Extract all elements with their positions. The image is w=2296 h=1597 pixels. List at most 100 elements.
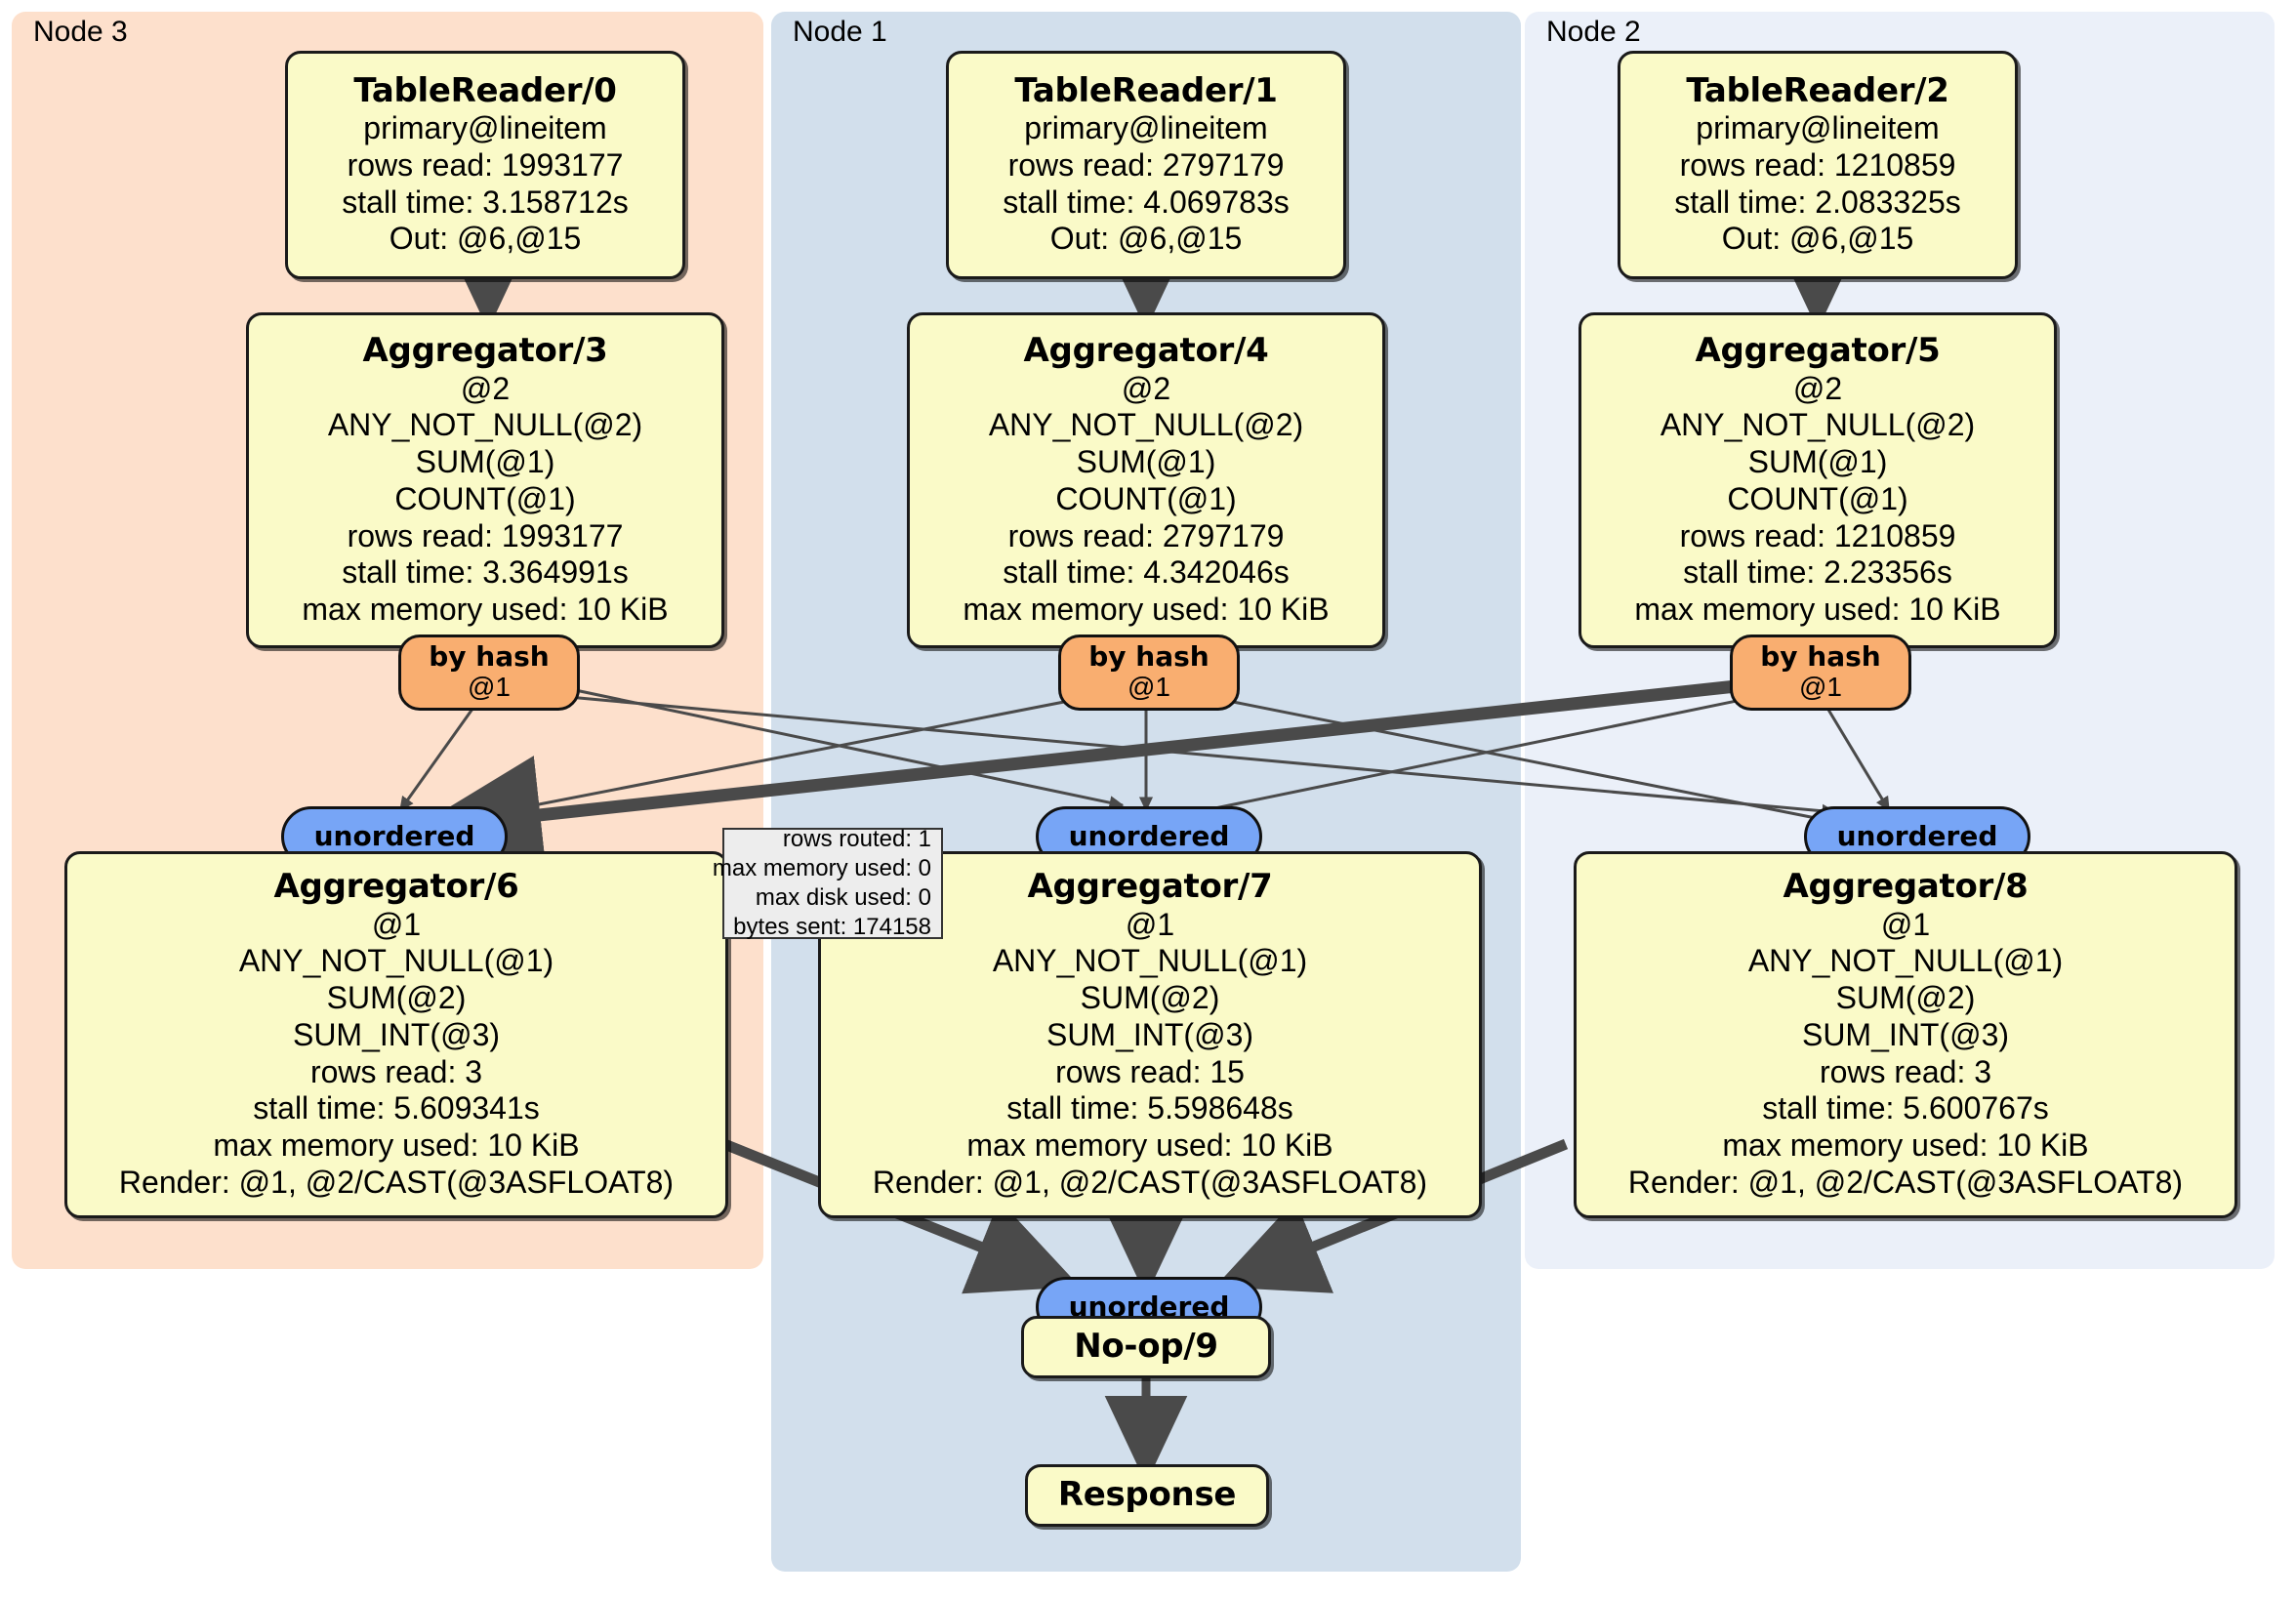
router-by-hash-right[interactable]: by hash @1 (1730, 635, 1911, 711)
node-line: ANY_NOT_NULL(@2) (1660, 407, 1976, 443)
node-line: rows read: 1993177 (347, 146, 624, 183)
node-line: SUM(@1) (1076, 444, 1216, 480)
router-by-hash-center[interactable]: by hash @1 (1058, 635, 1240, 711)
node-line: rows read: 1210859 (1679, 517, 1956, 553)
node-line: rows read: 15 (1055, 1053, 1245, 1089)
router-label: unordered (1836, 819, 1998, 852)
node-line: @1 (1125, 906, 1175, 942)
node-line: SUM_INT(@3) (1801, 1016, 2010, 1052)
router-sub: @1 (468, 672, 511, 703)
node-line: Render: @1, @2/CAST(@3ASFLOAT8) (1627, 1164, 2184, 1200)
node-line: rows read: 1210859 (1679, 146, 1956, 183)
node-line: stall time: 2.23356s (1683, 554, 1952, 591)
tooltip-line: rows routed: 1 (782, 825, 931, 852)
node-line: @2 (1792, 370, 1843, 406)
node-line: primary@lineitem (363, 110, 607, 146)
router-by-hash-left[interactable]: by hash @1 (398, 635, 580, 711)
node-line: @1 (371, 906, 422, 942)
node-aggregator8[interactable]: Aggregator/8 @1 ANY_NOT_NULL(@1) SUM(@2)… (1574, 851, 2237, 1218)
node-line: stall time: 3.364991s (342, 554, 629, 591)
node-line: max memory used: 10 KiB (963, 592, 1330, 628)
node-line: max memory used: 10 KiB (1634, 592, 2001, 628)
node-line: COUNT(@1) (394, 480, 576, 516)
router-label: unordered (313, 819, 475, 852)
node-line: stall time: 4.069783s (1003, 184, 1290, 220)
node-line: SUM_INT(@3) (1046, 1016, 1254, 1052)
router-label: unordered (1068, 819, 1230, 852)
node-line: rows read: 1993177 (347, 517, 624, 553)
router-unordered-right[interactable]: unordered (1804, 806, 2030, 867)
node-line: SUM(@2) (1835, 980, 1976, 1016)
node-line: stall time: 4.342046s (1003, 554, 1290, 591)
node-response[interactable]: Response (1025, 1464, 1269, 1527)
node-line: max memory used: 10 KiB (1722, 1127, 2089, 1164)
node-line: primary@lineitem (1024, 110, 1268, 146)
edge-stats-tooltip: rows routed: 1 max memory used: 0 max di… (713, 825, 943, 941)
router-label: by hash (1088, 639, 1210, 673)
node-line: SUM(@2) (1080, 980, 1220, 1016)
router-label: by hash (429, 639, 550, 673)
node-line: ANY_NOT_NULL(@2) (988, 407, 1304, 443)
node-line: @2 (1121, 370, 1171, 406)
cluster-label-node1: Node 1 (793, 16, 887, 48)
node-title: TableReader/2 (1686, 70, 1949, 110)
node-line: rows read: 2797179 (1007, 517, 1285, 553)
node-title: Aggregator/6 (273, 867, 519, 907)
node-line: ANY_NOT_NULL(@1) (992, 943, 1308, 979)
node-title: Aggregator/3 (362, 331, 608, 371)
router-label: by hash (1760, 639, 1881, 673)
node-title: TableReader/0 (353, 70, 617, 110)
node-title: No-op/9 (1074, 1327, 1218, 1367)
node-title: Response (1057, 1475, 1237, 1515)
node-line: stall time: 2.083325s (1674, 184, 1961, 220)
node-line: rows read: 2797179 (1007, 146, 1285, 183)
node-line: COUNT(@1) (1727, 480, 1908, 516)
node-line: ANY_NOT_NULL(@1) (1747, 943, 2064, 979)
node-line: max memory used: 10 KiB (966, 1127, 1333, 1164)
node-line: Out: @6,@15 (1049, 221, 1243, 257)
node-noop9[interactable]: No-op/9 (1021, 1316, 1271, 1378)
node-line: SUM(@2) (326, 980, 467, 1016)
node-title: Aggregator/7 (1027, 867, 1273, 907)
tooltip-line: bytes sent: 174158 (733, 914, 931, 941)
node-aggregator4[interactable]: Aggregator/4 @2 ANY_NOT_NULL(@2) SUM(@1)… (907, 312, 1385, 648)
node-line: Out: @6,@15 (1721, 221, 1914, 257)
node-title: Aggregator/5 (1695, 331, 1941, 371)
node-tablereader2[interactable]: TableReader/2 primary@lineitem rows read… (1618, 51, 2018, 279)
cluster-label-node2: Node 2 (1546, 16, 1641, 48)
node-line: @2 (460, 370, 511, 406)
router-sub: @1 (1799, 672, 1842, 703)
node-line: primary@lineitem (1696, 110, 1940, 146)
node-line: rows read: 3 (309, 1053, 483, 1089)
node-tablereader1[interactable]: TableReader/1 primary@lineitem rows read… (946, 51, 1346, 279)
node-line: @1 (1880, 906, 1931, 942)
node-line: ANY_NOT_NULL(@2) (327, 407, 643, 443)
node-line: stall time: 5.600767s (1762, 1090, 2049, 1126)
node-aggregator6[interactable]: Aggregator/6 @1 ANY_NOT_NULL(@1) SUM(@2)… (64, 851, 728, 1218)
node-line: Render: @1, @2/CAST(@3ASFLOAT8) (872, 1164, 1428, 1200)
node-line: Render: @1, @2/CAST(@3ASFLOAT8) (118, 1164, 675, 1200)
node-aggregator5[interactable]: Aggregator/5 @2 ANY_NOT_NULL(@2) SUM(@1)… (1578, 312, 2057, 648)
tooltip-line: max disk used: 0 (755, 884, 931, 911)
node-line: COUNT(@1) (1055, 480, 1237, 516)
node-line: SUM(@1) (415, 444, 555, 480)
tooltip-line: max memory used: 0 (712, 854, 931, 881)
node-line: SUM_INT(@3) (292, 1016, 501, 1052)
node-line: SUM(@1) (1747, 444, 1888, 480)
cluster-label-node3: Node 3 (33, 16, 128, 48)
node-line: ANY_NOT_NULL(@1) (238, 943, 554, 979)
node-line: max memory used: 10 KiB (213, 1127, 580, 1164)
node-line: stall time: 3.158712s (342, 184, 629, 220)
node-tablereader0[interactable]: TableReader/0 primary@lineitem rows read… (285, 51, 685, 279)
node-line: rows read: 3 (1819, 1053, 1992, 1089)
node-title: Aggregator/4 (1023, 331, 1269, 371)
router-sub: @1 (1128, 672, 1170, 703)
node-line: stall time: 5.609341s (253, 1090, 540, 1126)
node-line: max memory used: 10 KiB (302, 592, 669, 628)
node-aggregator7[interactable]: Aggregator/7 @1 ANY_NOT_NULL(@1) SUM(@2)… (818, 851, 1482, 1218)
node-title: TableReader/1 (1014, 70, 1278, 110)
node-aggregator3[interactable]: Aggregator/3 @2 ANY_NOT_NULL(@2) SUM(@1)… (246, 312, 724, 648)
node-line: Out: @6,@15 (389, 221, 582, 257)
node-title: Aggregator/8 (1783, 867, 2029, 907)
